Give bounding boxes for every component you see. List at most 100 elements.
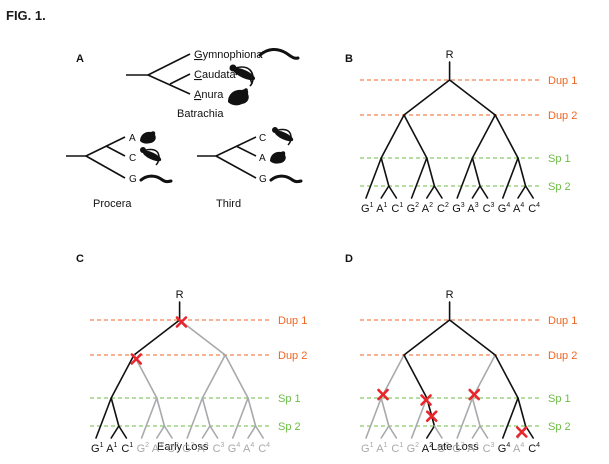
branch-ac-2 [471,397,481,427]
branch-dup1-left [403,79,451,116]
branch-tip-9 [501,157,519,199]
branch-ac-3 [247,397,257,427]
branch-tip-6 [456,397,474,439]
branch-copy-2 [201,354,226,399]
branch-ac-1 [425,157,436,187]
branch-tip-8 [479,185,489,199]
panel-a: A Gymnophiona Caudata Anura Batrachia [66,48,303,210]
branch-dup1-left [403,319,451,356]
tip-label-2: C1 [121,442,133,455]
dup-label-1: Dup 2 [278,350,307,362]
branch-tip-10 [517,185,527,199]
frog-icon [270,151,286,164]
panel-d-caption: Late Loss [431,441,479,453]
branch-tip-11 [524,185,535,199]
procera-tip-2: G [129,174,137,185]
branch-ac-3 [517,397,527,427]
sp-label-2: Sp 1 [548,393,571,405]
tip-label-11: C4 [528,202,540,215]
sp-label-2: Sp 1 [548,153,571,165]
dup-label-0: Dup 1 [278,315,307,327]
tip-label-3: G2 [407,442,420,455]
sp-label-2: Sp 1 [278,393,301,405]
branch-tip-1 [380,425,390,439]
tip-label-2: C1 [391,202,403,215]
tip-label-7: A3 [467,442,478,455]
third-tip-2: G [259,174,267,185]
taxon-caudata: Caudata [194,69,236,81]
branch-copy-3 [494,114,519,159]
branch-tip-4 [156,425,166,439]
tip-label-9: G4 [498,442,511,455]
branch-tip-7 [201,425,211,439]
branch-copy-0 [380,114,405,159]
branch-copy-1 [403,354,428,399]
tip-label-7: A3 [467,202,478,215]
root-label: R [446,49,454,61]
caecilian-icon [258,48,300,60]
frog-icon [228,88,249,106]
salamander-icon [140,147,162,166]
loss-mark-0 [377,388,389,401]
loss-mark-1 [130,353,143,365]
tip-label-0: G1 [91,442,104,455]
procera-tree [66,136,126,179]
panel-a-letter: A [76,53,84,65]
branch-tip-3 [410,397,428,439]
tip-label-4: A2 [152,442,163,455]
branch-tip-8 [209,425,219,439]
panel-c-letter: C [76,253,84,265]
branch-copy-3 [224,354,249,399]
dup-label-1: Dup 2 [548,110,577,122]
caecilian-icon [269,174,303,184]
tip-label-8: C3 [483,202,495,215]
branch-ac-2 [201,397,211,427]
tip-label-9: G4 [498,202,511,215]
dup-label-1: Dup 2 [548,350,577,362]
branch-tip-5 [433,425,443,439]
third-tip-1: A [259,153,266,164]
salamander-icon [229,64,256,87]
branch-dup1-right [448,319,497,356]
tip-label-9: G4 [228,442,241,455]
loss-mark-3 [468,388,481,401]
branch-copy-2 [471,114,497,159]
figure-title: FIG. 1. [6,8,46,23]
tip-label-8: C3 [213,442,225,455]
root-label: R [176,289,184,301]
branch-tip-9 [232,397,249,439]
batrachia-tree [126,53,191,95]
branch-dup1-left [133,319,181,356]
branch-tip-3 [410,157,428,199]
branch-tip-5 [163,425,173,439]
third-caption: Third [216,198,241,210]
sp-label-3: Sp 2 [548,181,571,193]
branch-tip-10 [247,425,257,439]
sp-label-3: Sp 2 [278,421,301,433]
procera-tip-1: C [129,153,136,164]
tip-label-1: A1 [106,442,117,455]
branch-copy-0 [110,354,135,399]
branch-ac-0 [380,397,390,427]
loss-mark-2 [425,410,438,423]
panel-d-letter: D [345,253,353,265]
tip-label-10: A4 [513,202,524,215]
loss-mark-4 [515,426,528,438]
tip-label-6: G3 [452,442,465,455]
loss-mark-1 [420,394,432,406]
third-tip-0: C [259,133,266,144]
branch-tip-4 [425,185,436,199]
branch-tip-6 [456,157,474,199]
sp-label-3: Sp 2 [548,421,571,433]
tip-label-6: G3 [182,442,195,455]
tip-label-10: A4 [243,442,254,455]
branch-tip-4 [425,425,436,439]
branch-tip-1 [380,185,390,199]
batrachia-caption: Batrachia [177,108,224,120]
caecilian-icon [139,174,173,184]
branch-tip-3 [140,397,158,439]
tip-label-5: C2 [167,442,179,455]
taxon-gymnophiona: Gymnophiona [194,49,263,61]
branch-tip-9 [501,397,519,439]
